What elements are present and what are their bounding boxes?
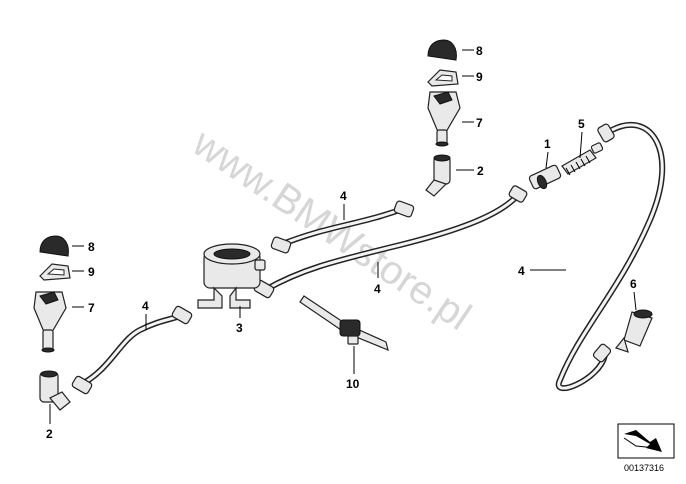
cable-tie-10 [299, 295, 389, 352]
arrow-icon [624, 430, 662, 452]
callout-4-left: 4 [142, 299, 149, 313]
callout-3: 3 [236, 321, 243, 335]
washer-pump [197, 243, 266, 309]
document-badge: 00137316 [617, 423, 675, 473]
callout-2-top: 2 [477, 164, 484, 178]
callout-4-top: 4 [340, 189, 347, 203]
spray-nozzle-top [427, 91, 461, 147]
callout-1: 1 [544, 137, 551, 151]
hose-left [71, 305, 193, 395]
hose-right [555, 122, 666, 392]
callout-9-top: 9 [476, 70, 483, 84]
gasket-top [427, 69, 459, 87]
leader-lines [49, 49, 637, 424]
callout-10: 10 [346, 377, 360, 391]
callout-7-left: 7 [88, 301, 95, 315]
callout-2-bottom: 2 [46, 427, 53, 441]
elbow-connector-bottom [39, 370, 71, 411]
cap-top [427, 39, 457, 61]
callout-4-right: 4 [518, 264, 525, 278]
callout-8-top: 8 [476, 44, 483, 58]
callout-labels: 8 9 7 2 1 5 4 4 4 6 3 10 4 8 9 7 2 [46, 44, 637, 441]
elbow-connector-top [425, 154, 451, 197]
hose-middle-short [270, 200, 415, 254]
elbow-connector-6 [614, 309, 653, 353]
callout-7-top: 7 [476, 116, 483, 130]
document-number: 00137316 [624, 463, 664, 473]
callout-4-mid: 4 [374, 282, 381, 296]
callout-6: 6 [630, 277, 637, 291]
callout-8-left: 8 [88, 240, 95, 254]
cap-left [39, 235, 69, 257]
callout-9-left: 9 [88, 265, 95, 279]
gasket-left [39, 263, 71, 281]
connector-1 [528, 164, 562, 190]
callout-5: 5 [578, 117, 585, 131]
check-valve-5 [561, 142, 604, 176]
spray-nozzle-left [33, 291, 67, 353]
